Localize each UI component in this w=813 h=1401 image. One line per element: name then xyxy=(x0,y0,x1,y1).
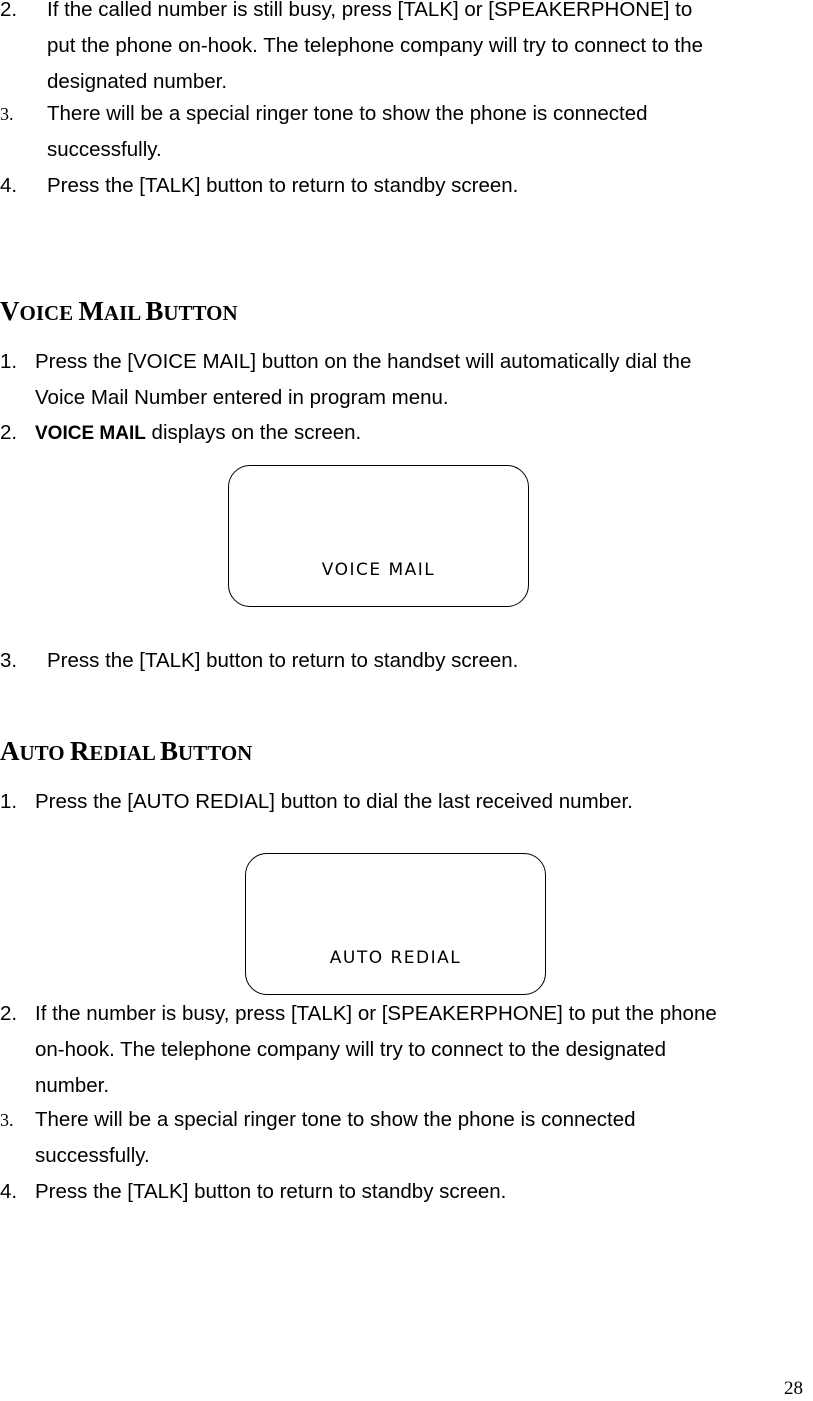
step-text-line: successfully. xyxy=(35,1144,150,1167)
section-heading-auto-redial: AUTO REDIAL BUTTON xyxy=(0,736,253,766)
step-text-line: Press the [TALK] button to return to sta… xyxy=(47,174,519,197)
step-text-line: Press the [AUTO REDIAL] button to dial t… xyxy=(35,790,633,813)
lcd-screen-voice-mail: VOICE MAIL xyxy=(228,465,529,607)
step-text-line: Press the [TALK] button to return to sta… xyxy=(47,649,519,672)
voice-mail-step-1: 1. Press the [VOICE MAIL] button on the … xyxy=(0,344,813,416)
step-number: 2. xyxy=(0,421,18,444)
step-number: 2. xyxy=(0,1002,18,1025)
lcd-display-text: AUTO REDIAL xyxy=(329,948,462,968)
auto-redial-step-2: 2. If the number is busy, press [TALK] o… xyxy=(0,996,813,1104)
step-3-ringer: 3. There will be a special ringer tone t… xyxy=(0,96,813,168)
voice-mail-step-2: 2. VOICE MAIL displays on the screen. xyxy=(0,415,813,451)
step-number: 3. xyxy=(0,649,18,672)
step-number: 4. xyxy=(0,1180,18,1203)
step-text-line: number. xyxy=(35,1074,110,1097)
step-text-line: Voice Mail Number entered in program men… xyxy=(35,386,449,409)
step-text-line: successfully. xyxy=(47,138,162,161)
step-number: 2. xyxy=(0,0,18,21)
step-text-line: If the called number is still busy, pres… xyxy=(47,0,693,21)
step-number: 3. xyxy=(0,104,14,124)
step-4-standby: 4. Press the [TALK] button to return to … xyxy=(0,168,813,204)
lcd-screen-auto-redial: AUTO REDIAL xyxy=(245,853,546,995)
auto-redial-step-4: 4. Press the [TALK] button to return to … xyxy=(0,1174,813,1210)
step-text-line: Press the [VOICE MAIL] button on the han… xyxy=(35,350,692,373)
voice-mail-step-3: 3. Press the [TALK] button to return to … xyxy=(0,643,813,679)
step-text-line: Press the [TALK] button to return to sta… xyxy=(35,1180,507,1203)
page-number: 28 xyxy=(784,1378,803,1399)
step-text-line: designated number. xyxy=(47,70,228,93)
screen-label: VOICE MAIL xyxy=(35,423,146,444)
step-number: 1. xyxy=(0,790,18,813)
step-text-line: If the number is busy, press [TALK] or [… xyxy=(35,1002,717,1025)
auto-redial-step-3: 3. There will be a special ringer tone t… xyxy=(0,1102,813,1174)
step-text-line: There will be a special ringer tone to s… xyxy=(47,102,648,125)
step-text-line: put the phone on-hook. The telephone com… xyxy=(47,34,704,57)
step-text-line: on-hook. The telephone company will try … xyxy=(35,1038,666,1061)
step-number: 1. xyxy=(0,350,18,373)
section-heading-voice-mail: VOICE MAIL BUTTON xyxy=(0,296,238,326)
step-text-line: There will be a special ringer tone to s… xyxy=(35,1108,636,1131)
step-text-line: VOICE MAIL displays on the screen. xyxy=(35,421,362,444)
lcd-display-text: VOICE MAIL xyxy=(321,560,436,580)
step-2-busy: 2. If the called number is still busy, p… xyxy=(0,0,813,100)
step-number: 3. xyxy=(0,1110,14,1130)
auto-redial-step-1: 1. Press the [AUTO REDIAL] button to dia… xyxy=(0,784,813,820)
step-number: 4. xyxy=(0,174,18,197)
